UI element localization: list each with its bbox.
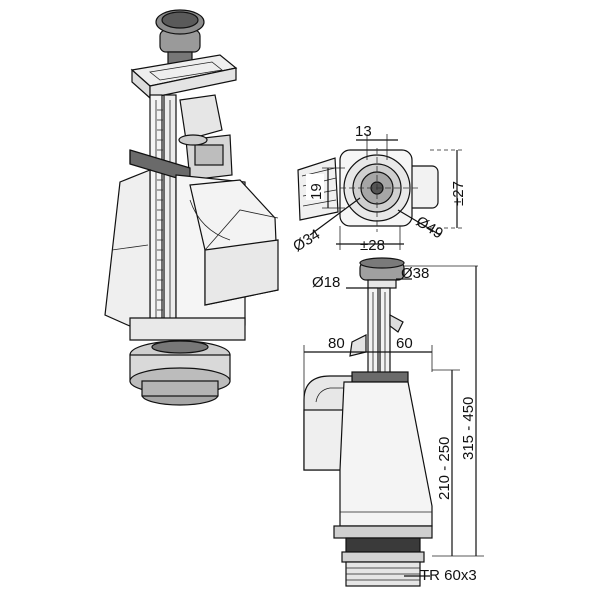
bottom-seal (129, 317, 246, 406)
dim-38-label: Ø38 (401, 265, 429, 282)
side-view: Ø18 Ø38 80 60 (303, 257, 484, 587)
lift-rods (149, 94, 177, 336)
dim-80-label: 80 (328, 335, 345, 352)
dim-height-max-line (460, 266, 484, 557)
dim-height-min-line (432, 369, 460, 557)
dim-28-line (336, 226, 404, 250)
dim-19-line (306, 167, 345, 209)
dim-13-line (356, 134, 398, 160)
upper-mechanism (178, 94, 233, 181)
dim-19-label: 19 (308, 183, 325, 200)
push-button-icon (155, 9, 205, 65)
top-view: 13 19 ±27 ±28 Ø34 Ø49 (290, 123, 467, 255)
dim-34-label: Ø34 (290, 226, 323, 255)
dim-13-label: 13 (355, 123, 372, 140)
thread-label: TR 60x3 (420, 567, 477, 584)
dim-height-max-label: 315 - 450 (460, 397, 477, 460)
side-body (339, 381, 433, 527)
dim-60-label: 60 (396, 335, 413, 352)
dim-27-line (430, 149, 462, 229)
dim-height-min-label: 210 - 250 (436, 437, 453, 500)
side-base (333, 525, 433, 587)
dim-34-leader (309, 197, 361, 236)
isometric-valve-view (104, 9, 279, 406)
dim-28-label: ±28 (360, 237, 385, 254)
side-strap (351, 371, 409, 383)
side-button-icon (359, 257, 405, 289)
dim-18-label: Ø18 (312, 274, 340, 291)
float-box (189, 179, 279, 306)
dim-49-leader (397, 209, 441, 236)
dim-49-label: Ø49 (413, 213, 446, 242)
top-frame (130, 54, 238, 100)
dim-27-label: ±27 (450, 181, 467, 206)
